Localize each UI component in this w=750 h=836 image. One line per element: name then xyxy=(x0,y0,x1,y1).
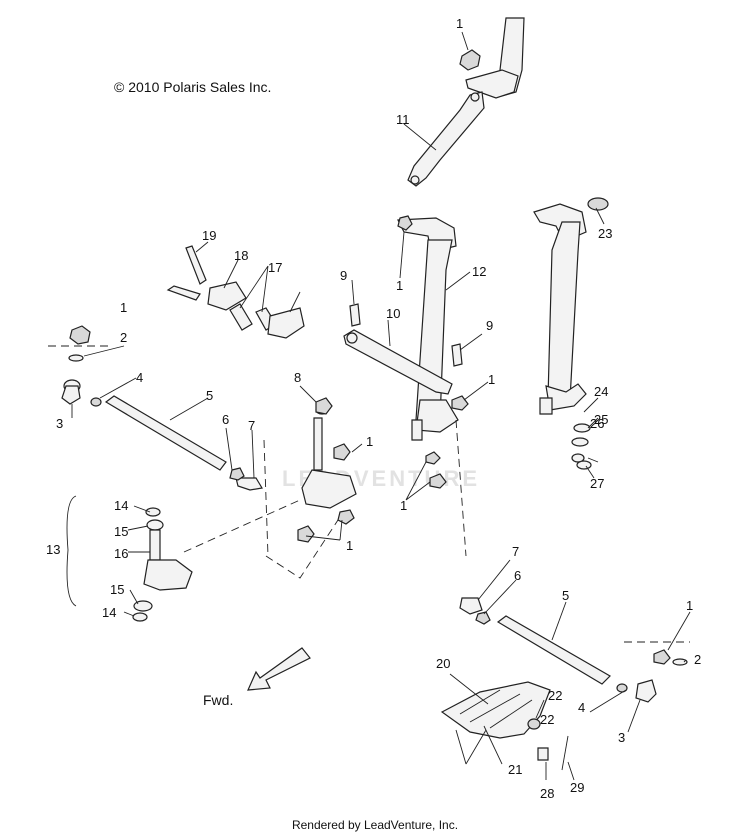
callout-label: 1 xyxy=(366,434,373,449)
steering-post xyxy=(397,217,459,441)
fastener-nuts xyxy=(68,215,688,666)
callout-label: 25 xyxy=(594,412,608,427)
callout-label: 7 xyxy=(248,418,255,433)
callout-label: 2 xyxy=(694,652,701,667)
callout-label: 9 xyxy=(340,268,347,283)
callout-label: 3 xyxy=(618,730,625,745)
callout-label: 15 xyxy=(110,582,124,597)
callout-label: 28 xyxy=(540,786,554,801)
forward-label: Fwd. xyxy=(203,692,234,708)
callout-label: 29 xyxy=(570,780,584,795)
tie-rod-end-left xyxy=(235,477,263,491)
copyright-notice: © 2010 Polaris Sales Inc. xyxy=(114,79,272,95)
callout-label: 6 xyxy=(222,412,229,427)
callout-label: 9 xyxy=(486,318,493,333)
callout-label: 5 xyxy=(206,388,213,403)
callout-label: 10 xyxy=(386,306,400,321)
callout-label: 16 xyxy=(114,546,128,561)
callout-label: 1 xyxy=(488,372,495,387)
alignment-lines xyxy=(48,345,690,643)
drag-link xyxy=(343,329,453,395)
callout-label: 26 xyxy=(590,416,604,431)
callout-label: 27 xyxy=(590,476,604,491)
callout-label: 22 xyxy=(548,688,562,703)
callout-label: 13 xyxy=(46,542,60,557)
callout-label: 1 xyxy=(346,538,353,553)
upper-bracket-parts xyxy=(166,245,305,339)
callout-label: 1 xyxy=(400,498,407,513)
pitman-arm xyxy=(407,91,485,187)
steering-post-assembly xyxy=(533,197,609,415)
callout-label: 22 xyxy=(540,712,554,727)
callout-label: 23 xyxy=(598,226,612,241)
idler-arm-assembly xyxy=(132,507,193,622)
tie-rod-end-right xyxy=(459,597,483,615)
callout-label: 3 xyxy=(56,416,63,431)
callout-label: 5 xyxy=(562,588,569,603)
callout-label: 15 xyxy=(114,524,128,539)
idler-bracket xyxy=(301,405,357,509)
callout-label: 14 xyxy=(114,498,128,513)
callout-label: 14 xyxy=(102,605,116,620)
callout-label: 20 xyxy=(436,656,450,671)
tie-rod-right xyxy=(496,615,657,703)
callout-label: 24 xyxy=(594,384,608,399)
callout-label: 17 xyxy=(268,260,282,275)
tie-rod-left xyxy=(61,379,227,471)
callout-label: 2 xyxy=(120,330,127,345)
callout-label: 1 xyxy=(120,300,127,315)
callout-label: 4 xyxy=(136,370,143,385)
forward-arrow xyxy=(247,647,311,691)
callout-label: 4 xyxy=(578,700,585,715)
callout-label: 6 xyxy=(514,568,521,583)
callout-label: 21 xyxy=(508,762,522,777)
callout-label: 19 xyxy=(202,228,216,243)
callout-label: 11 xyxy=(396,112,410,127)
footer-credit: Rendered by LeadVenture, Inc. xyxy=(291,818,459,832)
callout-label: 8 xyxy=(294,370,301,385)
callout-numbers: 1 11 23 19 18 17 9 12 1 10 9 1 1 2 4 3 5… xyxy=(46,16,701,801)
callout-label: 18 xyxy=(234,248,248,263)
callout-label: 1 xyxy=(686,598,693,613)
callout-label: 1 xyxy=(456,16,463,31)
leader-lines xyxy=(66,31,691,781)
callout-label: 12 xyxy=(472,264,486,279)
callout-label: 1 xyxy=(396,278,403,293)
callout-label: 7 xyxy=(512,544,519,559)
upper-steering-shaft xyxy=(459,17,525,99)
skid-plate xyxy=(440,681,569,771)
